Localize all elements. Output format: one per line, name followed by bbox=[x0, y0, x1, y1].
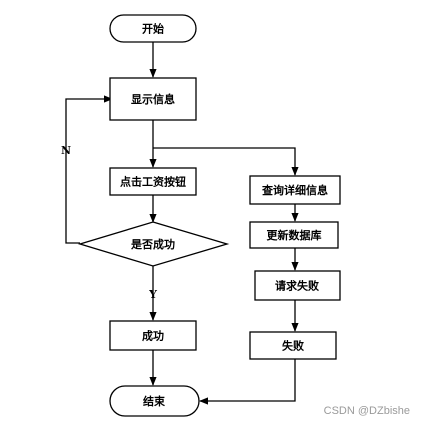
click-salary-label: 点击工资按钮 bbox=[120, 175, 186, 189]
query-detail-label: 查询详细信息 bbox=[262, 183, 328, 197]
success-label: 成功 bbox=[142, 329, 164, 343]
query-detail-node: 查询详细信息 bbox=[249, 175, 341, 205]
request-fail-node: 请求失败 bbox=[254, 270, 341, 301]
fail-label: 失败 bbox=[282, 339, 304, 353]
fail-node: 失败 bbox=[249, 331, 337, 360]
yes-branch-label: Y bbox=[148, 288, 157, 301]
click-salary-node: 点击工资按钮 bbox=[109, 167, 197, 196]
end-label: 结束 bbox=[142, 394, 166, 408]
update-db-label: 更新数据库 bbox=[267, 228, 322, 242]
arrow-no-loop bbox=[65, 95, 113, 244]
watermark: CSDN @DZbishe bbox=[324, 405, 410, 417]
success-check-label: 是否成功 bbox=[130, 237, 175, 251]
connectors bbox=[65, 42, 299, 405]
end-node: 结束 bbox=[109, 385, 200, 417]
no-branch-label: N bbox=[61, 144, 71, 157]
arrow-show-to-query bbox=[153, 147, 299, 176]
show-info-node: 显示信息 bbox=[109, 77, 197, 121]
start-node: 开始 bbox=[109, 14, 197, 43]
success-node: 成功 bbox=[109, 320, 197, 351]
show-info-label: 显示信息 bbox=[131, 92, 175, 106]
arrow-fail-to-end bbox=[199, 359, 296, 405]
success-check-node: 是否成功 bbox=[77, 221, 230, 267]
request-fail-label: 请求失败 bbox=[275, 279, 319, 293]
update-db-node: 更新数据库 bbox=[249, 221, 339, 249]
start-label: 开始 bbox=[142, 22, 164, 36]
